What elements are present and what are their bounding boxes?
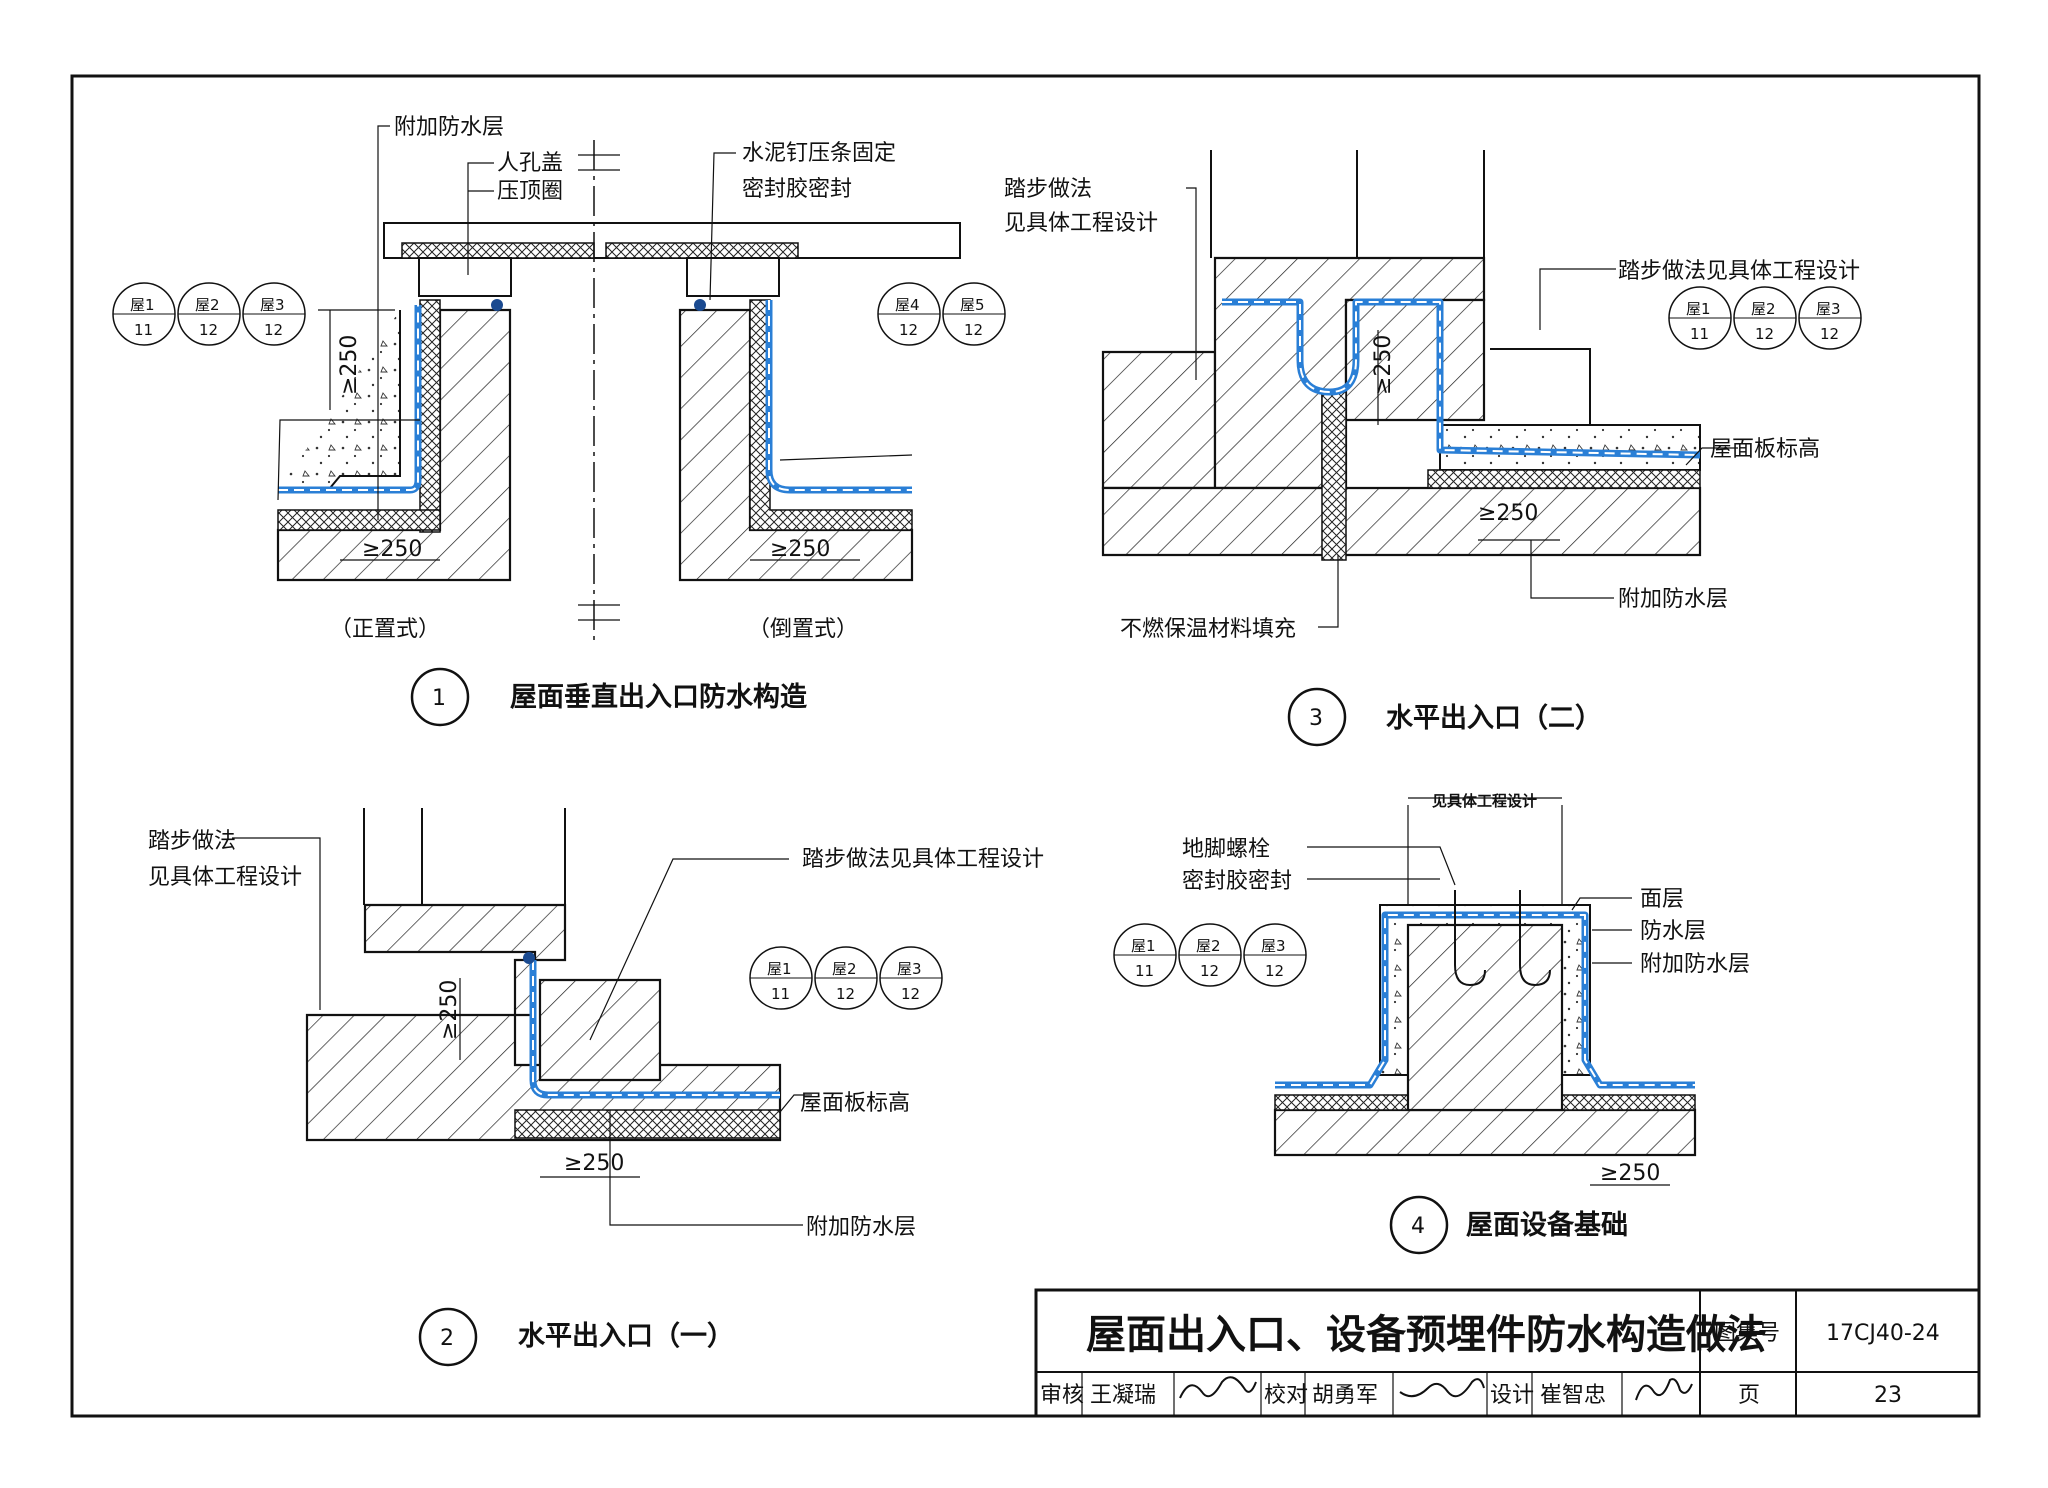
d4-extra-wp: 附加防水层 <box>1640 952 1750 977</box>
d3-extra-wp: 附加防水层 <box>1618 587 1728 612</box>
detail-4 <box>1273 797 1697 1186</box>
ref-top: 屋2 <box>1196 937 1221 955</box>
reference-bubble-dividers <box>113 313 1861 979</box>
d3-left-dim: ≥250 <box>1478 501 1538 526</box>
d1-manhole-cover-label: 人孔盖 <box>497 151 563 176</box>
designer-name: 崔智忠 <box>1540 1383 1606 1408</box>
ref-bot: 12 <box>899 321 918 339</box>
checker-signature <box>1399 1378 1485 1398</box>
ref-bot: 12 <box>836 985 855 1003</box>
detail-3 <box>1101 150 1738 628</box>
detail-2-number-circle <box>418 1307 478 1367</box>
ref-top: 屋4 <box>895 296 920 314</box>
ref-top: 屋1 <box>767 960 792 978</box>
ref-bot: 12 <box>1200 962 1219 980</box>
ref-top: 屋2 <box>832 960 857 978</box>
ref-bot: 12 <box>1265 962 1284 980</box>
d1-top-ring-label: 压顶圈 <box>497 179 563 204</box>
d3-step-a: 踏步做法 <box>1004 177 1092 202</box>
d4-left-dim: ≥250 <box>1600 1161 1660 1186</box>
d4-caption: 屋面设备基础 <box>1466 1210 1628 1241</box>
ref-bot: 12 <box>1820 325 1839 343</box>
ref-bot: 12 <box>901 985 920 1003</box>
ref-bot: 11 <box>134 321 153 339</box>
design-label: 设计 <box>1490 1383 1534 1408</box>
d2-extra-wp: 附加防水层 <box>806 1215 916 1240</box>
ref-top: 屋1 <box>1686 300 1711 318</box>
ref-top: 屋2 <box>195 296 220 314</box>
d1-number: 1 <box>432 686 446 711</box>
d2-caption: 水平出入口（一） <box>518 1321 734 1352</box>
d4-per-design: 见具体工程设计 <box>1432 792 1537 810</box>
ref-bot: 12 <box>264 321 283 339</box>
reviewer-signature <box>1179 1376 1257 1399</box>
reviewer-name: 王凝瑞 <box>1090 1383 1156 1408</box>
ref-bot: 12 <box>199 321 218 339</box>
ref-top: 屋5 <box>960 296 985 314</box>
d3-height-dim: ≥250 <box>1371 335 1396 395</box>
d1-height-dim: ≥250 <box>337 335 362 395</box>
d1-nail-strip-label: 水泥钉压条固定 <box>742 141 896 166</box>
detail-4-number-circle <box>1389 1195 1449 1255</box>
ref-top: 屋1 <box>1131 937 1156 955</box>
ref-bot: 11 <box>1135 962 1154 980</box>
ref-top: 屋3 <box>1816 300 1841 318</box>
review-label: 审核 <box>1040 1383 1084 1408</box>
d1-mode-left: （正置式） <box>330 617 440 642</box>
d2-step-full: 踏步做法见具体工程设计 <box>802 847 1044 872</box>
ref-top: 屋3 <box>897 960 922 978</box>
ref-top: 屋3 <box>1261 937 1286 955</box>
d1-caption: 屋面垂直出入口防水构造 <box>510 682 807 713</box>
d3-step-b: 见具体工程设计 <box>1004 211 1158 236</box>
ref-bot: 12 <box>964 321 983 339</box>
d1-left-dim: ≥250 <box>362 537 422 562</box>
d2-left-dim: ≥250 <box>564 1151 624 1176</box>
d3-roof-level: 屋面板标高 <box>1710 437 1820 462</box>
d1-extra-wp-label: 附加防水层 <box>394 115 504 140</box>
d4-anchor-bolt: 地脚螺栓 <box>1182 837 1270 862</box>
d1-right-dim: ≥250 <box>770 537 830 562</box>
d3-fill: 不燃保温材料填充 <box>1120 617 1296 642</box>
d2-step-b: 见具体工程设计 <box>148 865 302 890</box>
d3-number: 3 <box>1309 706 1323 731</box>
d1-sealant-label: 密封胶密封 <box>742 177 852 202</box>
d1-mode-right: （倒置式） <box>748 617 858 642</box>
sheet-border <box>70 74 1981 1418</box>
sheet-title: 屋面出入口、设备预埋件防水构造做法 <box>1086 1312 1766 1358</box>
title-block <box>1034 1288 1981 1418</box>
d4-sealant: 密封胶密封 <box>1182 869 1292 894</box>
page-label: 页 <box>1738 1383 1760 1408</box>
d3-step-full: 踏步做法见具体工程设计 <box>1618 259 1860 284</box>
atlas-number: 17CJ40-24 <box>1826 1321 1940 1346</box>
detail-2 <box>232 808 812 1226</box>
d3-caption: 水平出入口（二） <box>1386 703 1602 734</box>
page-number: 23 <box>1874 1383 1902 1408</box>
d2-roof-level: 屋面板标高 <box>800 1091 910 1116</box>
ref-bot: 12 <box>1755 325 1774 343</box>
d2-number: 2 <box>440 1326 454 1351</box>
ref-top: 屋2 <box>1751 300 1776 318</box>
ref-top: 屋1 <box>130 296 155 314</box>
detail-1-number-circle <box>410 667 470 727</box>
designer-signature <box>1635 1378 1693 1401</box>
ref-bot: 11 <box>1690 325 1709 343</box>
d2-height-dim: ≥250 <box>437 980 462 1040</box>
d4-surface: 面层 <box>1640 887 1684 912</box>
check-label: 校对 <box>1264 1383 1308 1408</box>
ref-bot: 11 <box>771 985 790 1003</box>
detail-3-number-circle <box>1287 687 1347 747</box>
checker-name: 胡勇军 <box>1312 1383 1378 1408</box>
ref-top: 屋3 <box>260 296 285 314</box>
d4-wp: 防水层 <box>1640 919 1706 944</box>
atlas-label: 图集号 <box>1714 1321 1780 1346</box>
d4-number: 4 <box>1411 1214 1425 1239</box>
detail-1 <box>276 125 961 640</box>
d2-step-a: 踏步做法 <box>148 829 236 854</box>
